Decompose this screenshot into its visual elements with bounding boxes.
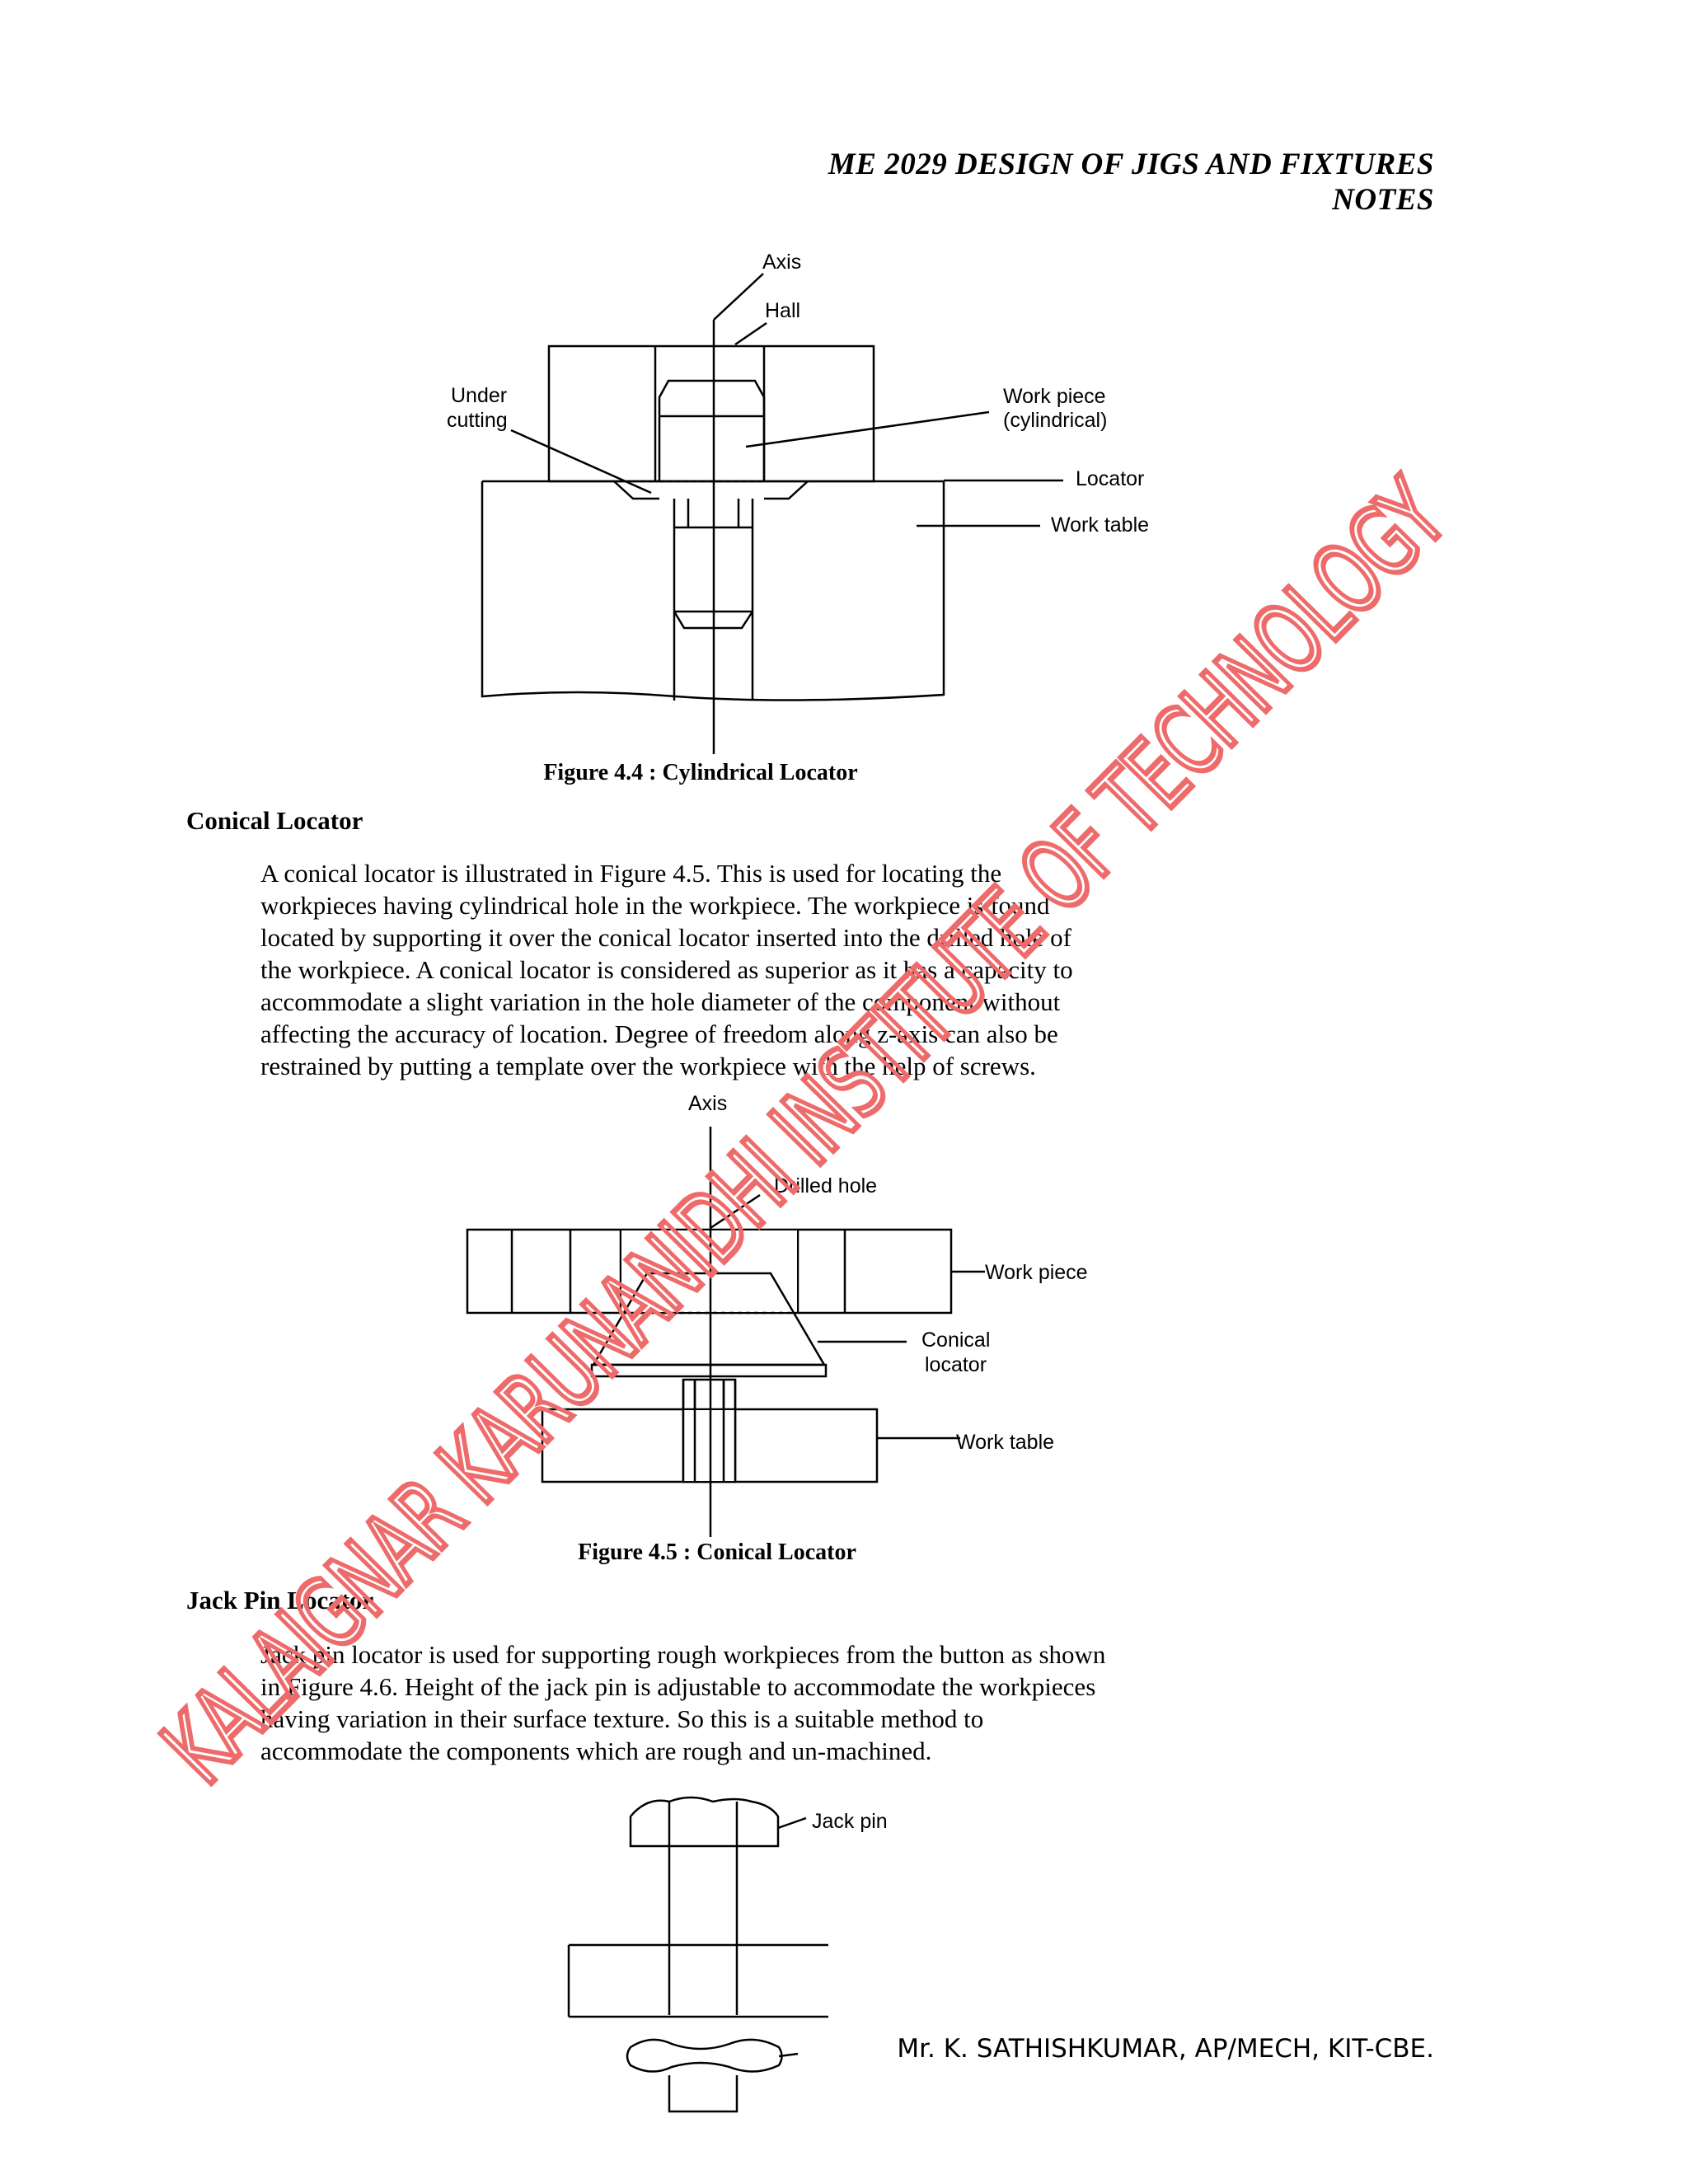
figure-4-5-drawing (466, 1127, 985, 1537)
conical-line: A conical locator is illustrated in Figu… (260, 859, 1002, 888)
fig45-drilled-hole-label: Drilled hole (774, 1174, 877, 1197)
fig46-jackpin-label: Jack pin (812, 1810, 888, 1833)
figure-4-4-labels: Axis Hall Under cutting Work piece (cyli… (447, 251, 1149, 537)
figure-4-6-labels: Jack pin (812, 1810, 888, 1833)
fig44-workpiece-label-1: Work piece (1003, 385, 1106, 408)
jack-pin-paragraph: Jack pin locator is used for supporting … (260, 1638, 1196, 1767)
figure-4-4-caption: Figure 4.4 : Cylindrical Locator (543, 760, 858, 785)
page-header: ME 2029 DESIGN OF JIGS AND FIXTURES NOTE… (828, 148, 1434, 217)
fig45-conical-label-2: locator (925, 1353, 987, 1376)
conical-locator-title: Conical Locator (186, 806, 363, 835)
fig44-undercut-label-2: cutting (447, 409, 508, 432)
fig44-locator-label: Locator (1076, 467, 1144, 490)
jackpin-line: in Figure 4.6. Height of the jack pin is… (260, 1672, 1096, 1701)
figure-4-4-drawing (481, 273, 1063, 754)
fig45-conical-label-1: Conical (921, 1329, 990, 1352)
figure-4-5-labels: Axis Drilled hole Work piece Conical loc… (688, 1092, 1088, 1454)
fig44-axis-label: Axis (762, 251, 801, 274)
conical-line: restrained by putting a template over th… (260, 1052, 1036, 1080)
jackpin-line: having variation in their surface textur… (260, 1704, 984, 1733)
fig44-worktable-label: Work table (1051, 513, 1149, 537)
conical-line: located by supporting it over the conica… (260, 923, 1071, 952)
fig44-workpiece-label-2: (cylindrical) (1003, 409, 1107, 432)
fig45-worktable-label: Work table (956, 1431, 1054, 1454)
page-footer-author: Mr. K. SATHISHKUMAR, AP/MECH, KIT-CBE. (897, 2034, 1434, 2064)
conical-locator-paragraph: A conical locator is illustrated in Figu… (260, 857, 1200, 1082)
fig45-axis-label: Axis (688, 1092, 727, 1115)
jackpin-line: Jack pin locator is used for supporting … (260, 1640, 1106, 1669)
conical-line: accommodate a slight variation in the ho… (260, 987, 1061, 1016)
conical-line: workpieces having cylindrical hole in th… (260, 891, 1050, 920)
conical-line: the workpiece. A conical locator is cons… (260, 955, 1073, 984)
fig44-undercut-label-1: Under (451, 384, 507, 407)
jackpin-line: accommodate the components which are rou… (260, 1736, 932, 1765)
figure-4-6-drawing (567, 1796, 828, 2113)
figure-4-5-caption: Figure 4.5 : Conical Locator (578, 1540, 856, 1565)
fig44-hall-label: Hall (765, 299, 800, 322)
conical-line: affecting the accuracy of location. Degr… (260, 1019, 1058, 1048)
fig45-workpiece-label: Work piece (985, 1261, 1088, 1284)
jack-pin-locator-title: Jack Pin Locator (186, 1586, 374, 1615)
